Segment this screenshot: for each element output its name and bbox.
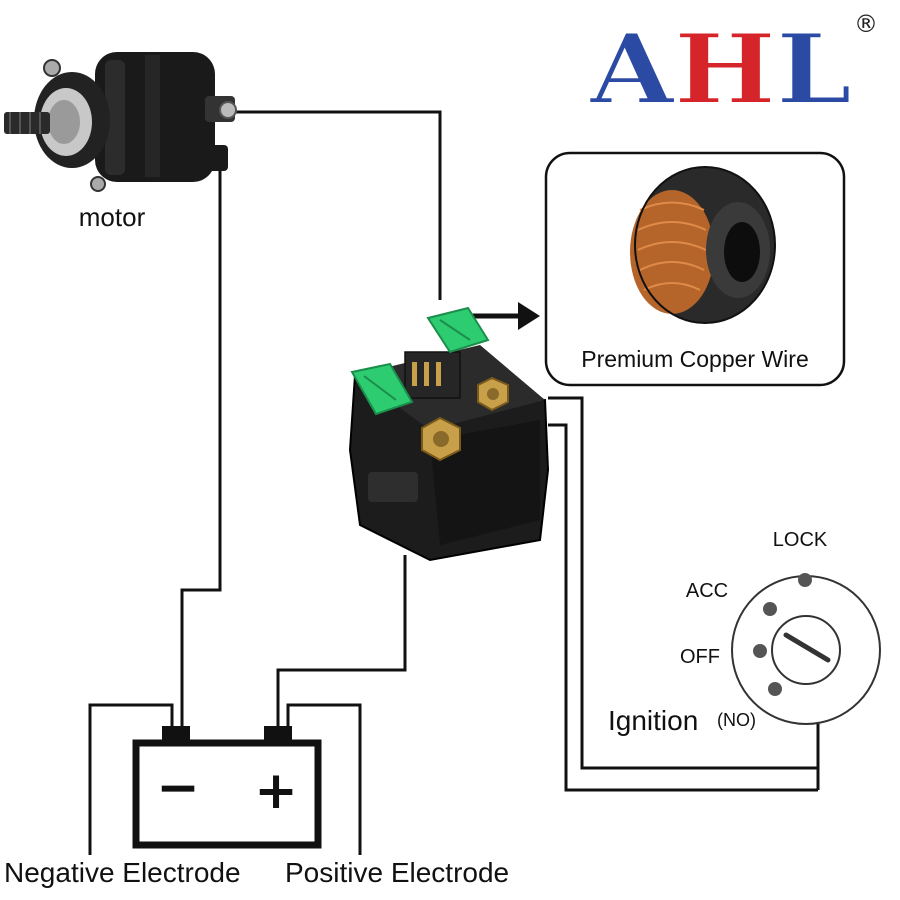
wires xyxy=(88,110,820,855)
wire-motor-to-relay xyxy=(232,110,442,300)
ignition-switch xyxy=(731,573,881,725)
terminal-nut-icon xyxy=(421,416,461,462)
starter-relay xyxy=(348,306,550,562)
acc-position-dot xyxy=(763,602,777,616)
copper-wire-callout: Premium Copper Wire xyxy=(544,151,846,387)
acc-label: ACC xyxy=(686,580,728,602)
motor-label: motor xyxy=(79,202,146,232)
wire-motor-ground-to-battery-negative xyxy=(180,160,222,730)
battery-positive-symbol: + xyxy=(254,761,298,821)
wire-relay-to-battery-positive xyxy=(276,555,407,730)
registered-mark: ® xyxy=(854,10,878,38)
ignition-title: Ignition xyxy=(608,705,698,736)
start-position-dot xyxy=(768,682,782,696)
copper-spool-icon xyxy=(630,166,776,324)
off-position-dot xyxy=(753,644,767,658)
wire-relay-to-ignition-inner xyxy=(548,423,818,792)
wire-positive-electrode-lead xyxy=(286,703,362,855)
battery: − + xyxy=(132,726,322,849)
starter-motor xyxy=(4,52,237,192)
positive-electrode-label: Positive Electrode xyxy=(285,857,509,888)
ignition-key-slot xyxy=(783,632,831,663)
wire-negative-electrode-lead xyxy=(88,703,174,855)
wire-relay-to-ignition-outer xyxy=(548,396,818,770)
lock-label: LOCK xyxy=(773,529,828,551)
off-label: OFF xyxy=(680,646,720,668)
lock-position-dot xyxy=(798,573,812,587)
fuse-icon xyxy=(426,306,490,354)
negative-electrode-label: Negative Electrode xyxy=(4,857,241,888)
ignition-suffix: (NO) xyxy=(717,710,756,730)
battery-negative-symbol: − xyxy=(156,758,200,818)
terminal-nut-icon xyxy=(477,376,509,412)
copper-callout-label: Premium Copper Wire xyxy=(581,346,809,372)
fuse-icon xyxy=(350,362,414,416)
